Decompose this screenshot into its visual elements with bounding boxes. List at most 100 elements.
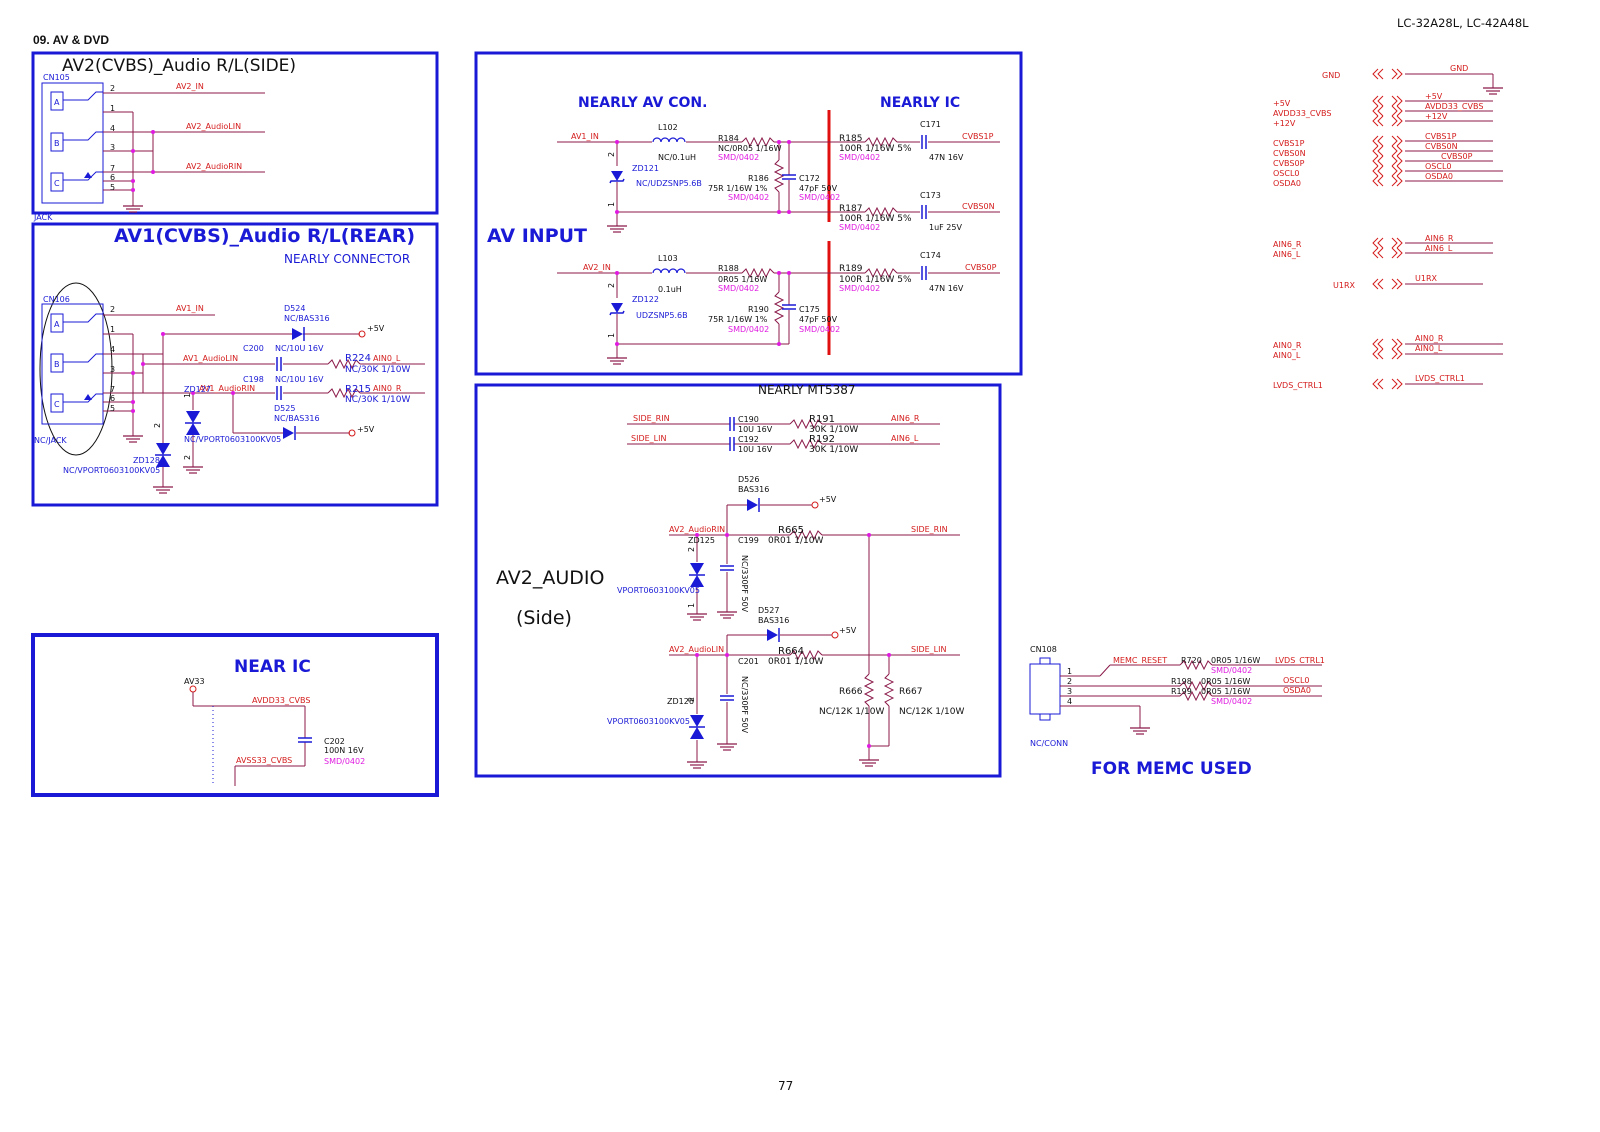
near-ic-block: NEAR IC AV33 AVDD33_CVBS AVSS33_CVBS C20… bbox=[31, 633, 439, 797]
r664-value: 0R01 1/10W bbox=[768, 657, 824, 667]
c198-value: NC/10U 16V bbox=[275, 375, 324, 384]
net-side-lin: SIDE_LIN bbox=[911, 645, 946, 654]
offpage-u1rx-left: U1RX bbox=[1333, 281, 1356, 290]
zd127-pin: 2 bbox=[153, 423, 162, 428]
offpage-ain0l-left: AIN0_L bbox=[1273, 351, 1301, 360]
c199-ref: C199 bbox=[738, 536, 759, 545]
av2-side-block: AV2(CVBS)_Audio R/L(SIDE) CN105 JACK A B… bbox=[31, 51, 439, 222]
offpage-lvds-left: LVDS_CTRL1 bbox=[1273, 381, 1323, 390]
net-av1-in: AV1_IN bbox=[571, 132, 599, 141]
r186-ref: R186 bbox=[748, 174, 769, 183]
c171-value: 47N 16V bbox=[929, 153, 964, 162]
cn108-sub: NC/CONN bbox=[1030, 739, 1068, 748]
zd122-pin: 2 bbox=[607, 283, 616, 288]
d525-value: NC/BAS316 bbox=[274, 414, 320, 423]
r199-value: 0R05 1/16W bbox=[1201, 687, 1250, 696]
cn106-pin: 3 bbox=[110, 365, 115, 374]
c172-ref: C172 bbox=[799, 174, 820, 183]
l103-ref: L103 bbox=[658, 254, 678, 263]
c200-ref: C200 bbox=[243, 344, 264, 353]
zd128-pin: 1 bbox=[183, 393, 192, 398]
l102-value: NC/0.1uH bbox=[658, 153, 696, 162]
net-side-rin: SIDE_RIN bbox=[633, 414, 670, 423]
head-nearly-av-con: NEARLY AV CON. bbox=[578, 95, 707, 111]
offpage-cvbs0n-left: CVBS0N bbox=[1273, 149, 1306, 158]
zd122-ref: ZD122 bbox=[632, 295, 659, 304]
av2-audio-title: AV2_AUDIO bbox=[496, 567, 604, 589]
d524-ref: D524 bbox=[284, 304, 305, 313]
r198-ref: R198 bbox=[1171, 677, 1192, 686]
offpage-u1rx-right: U1RX bbox=[1415, 274, 1438, 283]
net-av2-in: AV2_IN bbox=[176, 82, 204, 91]
zd125-pin: 2 bbox=[687, 547, 696, 552]
r184-value: NC/0R05 1/16W bbox=[718, 144, 782, 153]
zd126-pin: 2 bbox=[687, 697, 696, 702]
av1-rear-subtitle: NEARLY CONNECTOR bbox=[284, 252, 410, 266]
net-cvbs1p: CVBS1P bbox=[962, 132, 994, 141]
c175-value: 47pF 50V bbox=[799, 315, 838, 324]
net-side-rin: SIDE_RIN bbox=[911, 525, 948, 534]
net-av2-audiolin: AV2_AudioLIN bbox=[186, 122, 241, 131]
cn105-pin: 5 bbox=[110, 183, 115, 192]
cn108-pin: 3 bbox=[1067, 687, 1072, 696]
r189-footprint: SMD/0402 bbox=[839, 284, 880, 293]
zd121-pin: 2 bbox=[607, 152, 616, 157]
cn105-pin: 2 bbox=[110, 84, 115, 93]
r199-footprint: SMD/0402 bbox=[1211, 697, 1252, 706]
c202-value: 100N 16V bbox=[324, 746, 364, 755]
r215-value: NC/30K 1/10W bbox=[345, 395, 410, 405]
r665-value: 0R01 1/10W bbox=[768, 536, 824, 546]
jack-letter-b: B bbox=[54, 139, 60, 148]
cn108-pin: 2 bbox=[1067, 677, 1072, 686]
net-av1-audiorin: AV1_AudioRIN bbox=[199, 384, 255, 393]
r186-footprint: SMD/0402 bbox=[728, 193, 769, 202]
c200-value: NC/10U 16V bbox=[275, 344, 324, 353]
cn106-sub: NC/JACK bbox=[34, 436, 67, 445]
zd128-ref: ZD128 bbox=[133, 456, 160, 465]
supply-5v-label: +5V bbox=[357, 425, 375, 434]
offpage-ain0l-right: AIN0_L bbox=[1415, 344, 1443, 353]
cn106-pin: 1 bbox=[110, 325, 115, 334]
av2-audio-block: NEARLY MT5387 AV2_AUDIO (Side) bbox=[474, 383, 1002, 778]
near-ic-title: NEAR IC bbox=[234, 657, 311, 677]
r190-value: 75R 1/16W 1% bbox=[708, 315, 768, 324]
zd127-ref: ZD127 bbox=[184, 385, 211, 394]
r215-ref: R215 bbox=[345, 384, 371, 395]
net-memc-reset: MEMC_RESET bbox=[1113, 656, 1167, 665]
av1-rear-block: AV1(CVBS)_Audio R/L(REAR) NEARLY CONNECT… bbox=[31, 222, 439, 507]
cn108-pin: 4 bbox=[1067, 697, 1072, 706]
offpage-ain6r-left: AIN6_R bbox=[1273, 240, 1302, 249]
c198-ref: C198 bbox=[243, 375, 264, 384]
offpage-osda0-left: OSDA0 bbox=[1273, 179, 1301, 188]
r664-ref: R664 bbox=[778, 646, 804, 657]
net-ain0-l: AIN0_L bbox=[373, 354, 401, 363]
cn105-pin: 1 bbox=[110, 104, 115, 113]
offpage-lvds-right: LVDS_CTRL1 bbox=[1415, 374, 1465, 383]
offpage-12v-left: +12V bbox=[1273, 119, 1296, 128]
jack-letter-c: C bbox=[54, 179, 60, 188]
l102-ref: L102 bbox=[658, 123, 678, 132]
c192-ref: C192 bbox=[738, 435, 759, 444]
cn105-pin: 4 bbox=[110, 124, 115, 133]
jack-letter-a: A bbox=[54, 98, 60, 107]
jack-letter-b: B bbox=[54, 360, 60, 369]
d527-value: BAS316 bbox=[758, 616, 789, 625]
cn105-pin: 6 bbox=[110, 173, 115, 182]
zd122-value: UDZSNP5.6B bbox=[636, 311, 688, 320]
av-input-title: AV INPUT bbox=[487, 225, 587, 247]
offpage-osda0-right: OSDA0 bbox=[1425, 172, 1453, 181]
r188-footprint: SMD/0402 bbox=[718, 284, 759, 293]
offpage-ain0r-right: AIN0_R bbox=[1415, 334, 1444, 343]
net-av2-audiolin: AV2_AudioLIN bbox=[669, 645, 724, 654]
r665-ref: R665 bbox=[778, 525, 804, 536]
r720-footprint: SMD/0402 bbox=[1211, 666, 1252, 675]
net-av1-in: AV1_IN bbox=[176, 304, 204, 313]
c202-footprint: SMD/0402 bbox=[324, 757, 365, 766]
d526-value: BAS316 bbox=[738, 485, 769, 494]
r187-ref: R187 bbox=[839, 204, 862, 214]
supply-5v-label: +5V bbox=[839, 626, 857, 635]
cn105-sub: JACK bbox=[33, 213, 53, 222]
net-ain6-r: AIN6_R bbox=[891, 414, 920, 423]
cn108-pin: 1 bbox=[1067, 667, 1072, 676]
l103-value: 0.1uH bbox=[658, 285, 682, 294]
